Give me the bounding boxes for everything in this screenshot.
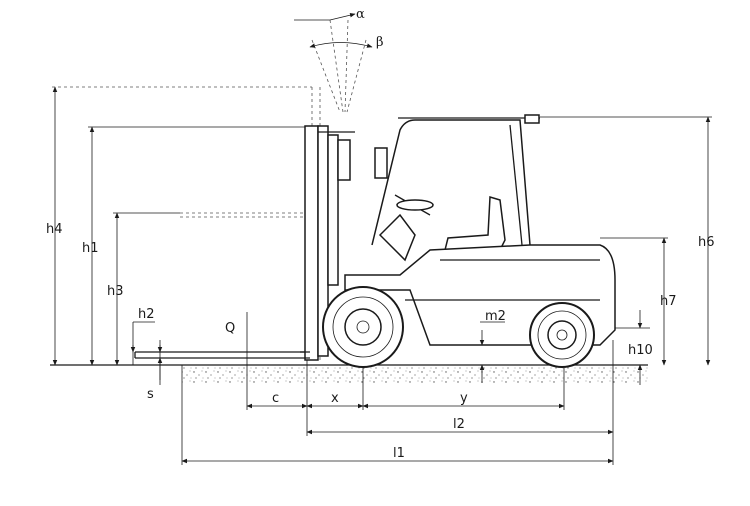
label-m2: m2	[485, 309, 506, 324]
label-x: x	[331, 391, 339, 406]
dimension-h10	[615, 310, 650, 385]
label-Q: Q	[225, 321, 235, 336]
raised-forks-outline	[52, 86, 321, 360]
label-h3: h3	[107, 284, 124, 299]
dimension-h3	[113, 212, 180, 366]
dimension-l1	[181, 365, 614, 465]
label-h7: h7	[660, 294, 677, 309]
dimension-h7	[600, 237, 668, 366]
dimension-c-x-y	[246, 360, 565, 436]
label-c: c	[272, 391, 279, 406]
label-h10: h10	[628, 343, 653, 358]
label-alpha: α	[356, 7, 365, 22]
label-l2: l2	[453, 417, 465, 432]
tilt-angle-indicator	[294, 12, 373, 113]
mast	[300, 125, 355, 361]
label-h6: h6	[698, 235, 715, 250]
label-y: y	[460, 391, 468, 406]
dimension-m2	[479, 321, 505, 383]
front-wheel	[322, 286, 404, 368]
label-s: s	[147, 387, 154, 402]
label-h2: h2	[138, 307, 155, 322]
label-beta: β	[376, 35, 384, 50]
dimension-h1	[88, 126, 305, 366]
rear-wheel	[529, 302, 595, 368]
dimension-h2	[130, 321, 163, 385]
dimension-l2	[306, 340, 614, 465]
label-l1: l1	[393, 446, 405, 461]
dimension-h6	[540, 116, 712, 366]
lowered-forks	[134, 351, 310, 359]
label-h1: h1	[82, 241, 99, 256]
label-h4: h4	[46, 222, 63, 237]
